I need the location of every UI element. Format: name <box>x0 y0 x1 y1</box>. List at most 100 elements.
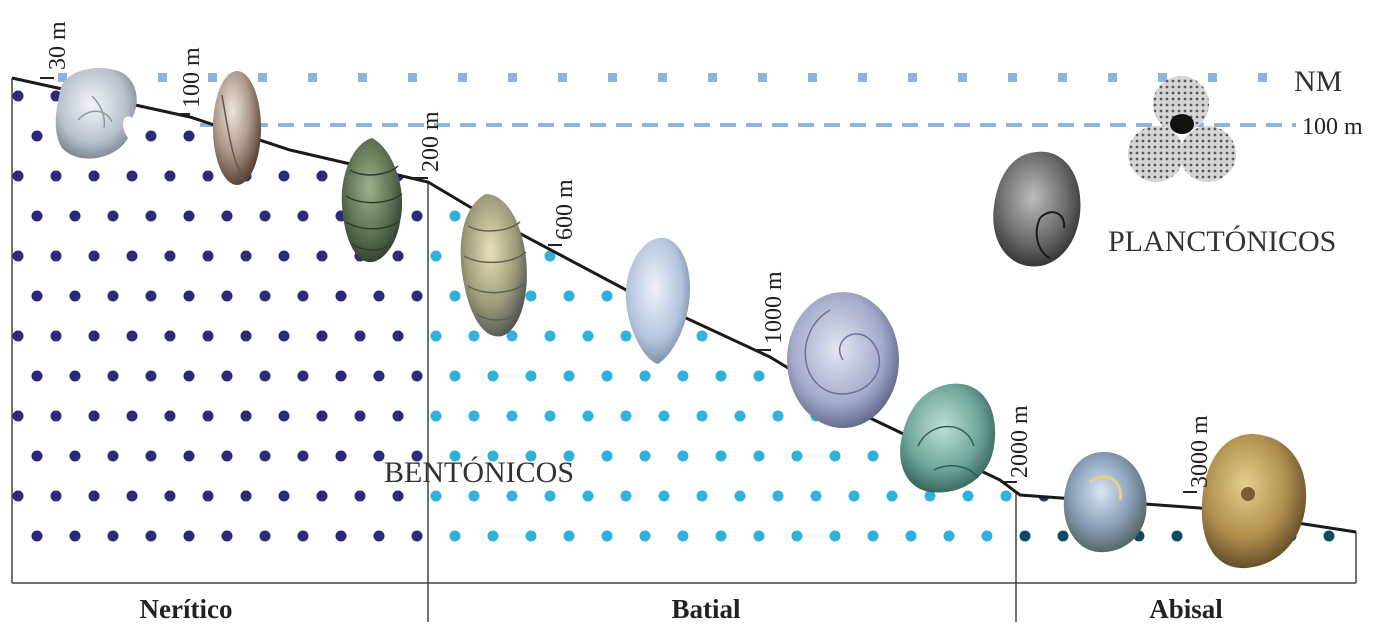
neritic-dot <box>146 131 157 142</box>
bathyal-dot <box>602 211 613 222</box>
bathyal-dot <box>963 91 974 102</box>
sea-level-dash <box>1058 73 1067 82</box>
neritic-dot <box>222 291 233 302</box>
abyssal-dot <box>1305 411 1316 422</box>
bathyal-dot <box>583 91 594 102</box>
bathyal-dot <box>583 331 594 342</box>
neritic-dot <box>89 491 100 502</box>
sea-level-dash <box>608 73 617 82</box>
bathyal-dot <box>925 91 936 102</box>
bathyal-dot <box>716 451 727 462</box>
abyssal-dot <box>1058 131 1069 142</box>
abyssal-dot <box>1343 331 1354 342</box>
bathyal-dot <box>659 411 670 422</box>
bathyal-dot <box>811 171 822 182</box>
sea-level-dash <box>558 73 567 82</box>
abyssal-dot <box>1343 91 1354 102</box>
abyssal-dot <box>1286 131 1297 142</box>
neritic-dot <box>260 211 271 222</box>
bathyal-dot <box>488 131 499 142</box>
bathyal-foraminifer-3 <box>787 292 899 428</box>
neritic-dot <box>165 251 176 262</box>
bathyal-dot <box>868 451 879 462</box>
neritic-dot <box>317 91 328 102</box>
bathyal-dot <box>450 131 461 142</box>
bathyal-dot <box>830 211 841 222</box>
bathyal-dot <box>735 171 746 182</box>
depth-label-100m: 100 m <box>179 47 205 108</box>
neritic-dot <box>108 451 119 462</box>
sea-level-dash <box>708 73 717 82</box>
neritic-dot <box>13 171 24 182</box>
bathyal-dot <box>906 531 917 542</box>
bathyal-dot <box>735 491 746 502</box>
abyssal-dot <box>1115 171 1126 182</box>
neritic-dot <box>336 371 347 382</box>
bathyal-dot <box>545 411 556 422</box>
bathyal-dot <box>583 171 594 182</box>
planktonic-label: PLANCTÓNICOS <box>1108 225 1336 258</box>
bathyal-dot <box>792 211 803 222</box>
neritic-dot <box>108 371 119 382</box>
neritic-dot <box>127 251 138 262</box>
neritic-dot <box>127 491 138 502</box>
bathyal-dot <box>431 331 442 342</box>
neritic-dot <box>374 291 385 302</box>
bathyal-dot <box>450 211 461 222</box>
neritic-dot <box>13 251 24 262</box>
neritic-dot <box>374 451 385 462</box>
bathyal-dot <box>545 491 556 502</box>
bathyal-dot <box>830 131 841 142</box>
abyssal-dot <box>1058 371 1069 382</box>
bathyal-dot <box>469 171 480 182</box>
bathyal-dot <box>906 291 917 302</box>
neritic-dot <box>13 411 24 422</box>
neritic-dot <box>89 411 100 422</box>
neritic-dot <box>127 171 138 182</box>
bathyal-dot <box>963 331 974 342</box>
abyssal-dot <box>1020 531 1031 542</box>
neritic-dot <box>184 371 195 382</box>
sea-level-dash <box>508 73 517 82</box>
neritic-dot <box>165 91 176 102</box>
bathyal-dot <box>811 251 822 262</box>
abyssal-dot <box>1115 331 1126 342</box>
abyssal-dot <box>1248 291 1259 302</box>
neritic-dot <box>70 291 81 302</box>
bathyal-dot <box>735 251 746 262</box>
photic-depth-label: 100 m <box>1302 114 1363 140</box>
abyssal-dot <box>1020 291 1031 302</box>
neritic-dot <box>13 91 24 102</box>
neritic-dot <box>108 211 119 222</box>
bathyal-dot <box>773 91 784 102</box>
neritic-dot <box>146 211 157 222</box>
sea-level-dash <box>158 73 167 82</box>
neritic-dot <box>13 491 24 502</box>
bathyal-dot <box>450 291 461 302</box>
bathyal-dot <box>564 371 575 382</box>
abyssal-dot <box>1229 411 1240 422</box>
abyssal-foraminifer-2 <box>1202 434 1306 568</box>
bathyal-dot <box>716 291 727 302</box>
bathyal-dot <box>982 131 993 142</box>
neritic-dot <box>393 491 404 502</box>
bathyal-dot <box>849 491 860 502</box>
bathyal-dot <box>887 251 898 262</box>
bathyal-dot <box>450 371 461 382</box>
neritic-dot <box>203 171 214 182</box>
neritic-dot <box>146 451 157 462</box>
bathyal-dot <box>678 131 689 142</box>
abyssal-dot <box>1343 251 1354 262</box>
depth-label-3000m: 3000 m <box>1187 415 1213 488</box>
neritic-dot <box>374 531 385 542</box>
bathyal-dot <box>773 171 784 182</box>
bathyal-dot <box>868 291 879 302</box>
bathyal-foraminifer-1 <box>461 194 527 336</box>
sea-level-label: NM <box>1294 65 1342 98</box>
neritic-dot <box>89 331 100 342</box>
bathyal-dot <box>830 531 841 542</box>
abyssal-dot <box>1172 531 1183 542</box>
neritic-dot <box>241 251 252 262</box>
neritic-dot <box>13 331 24 342</box>
abyssal-dot <box>1324 291 1335 302</box>
